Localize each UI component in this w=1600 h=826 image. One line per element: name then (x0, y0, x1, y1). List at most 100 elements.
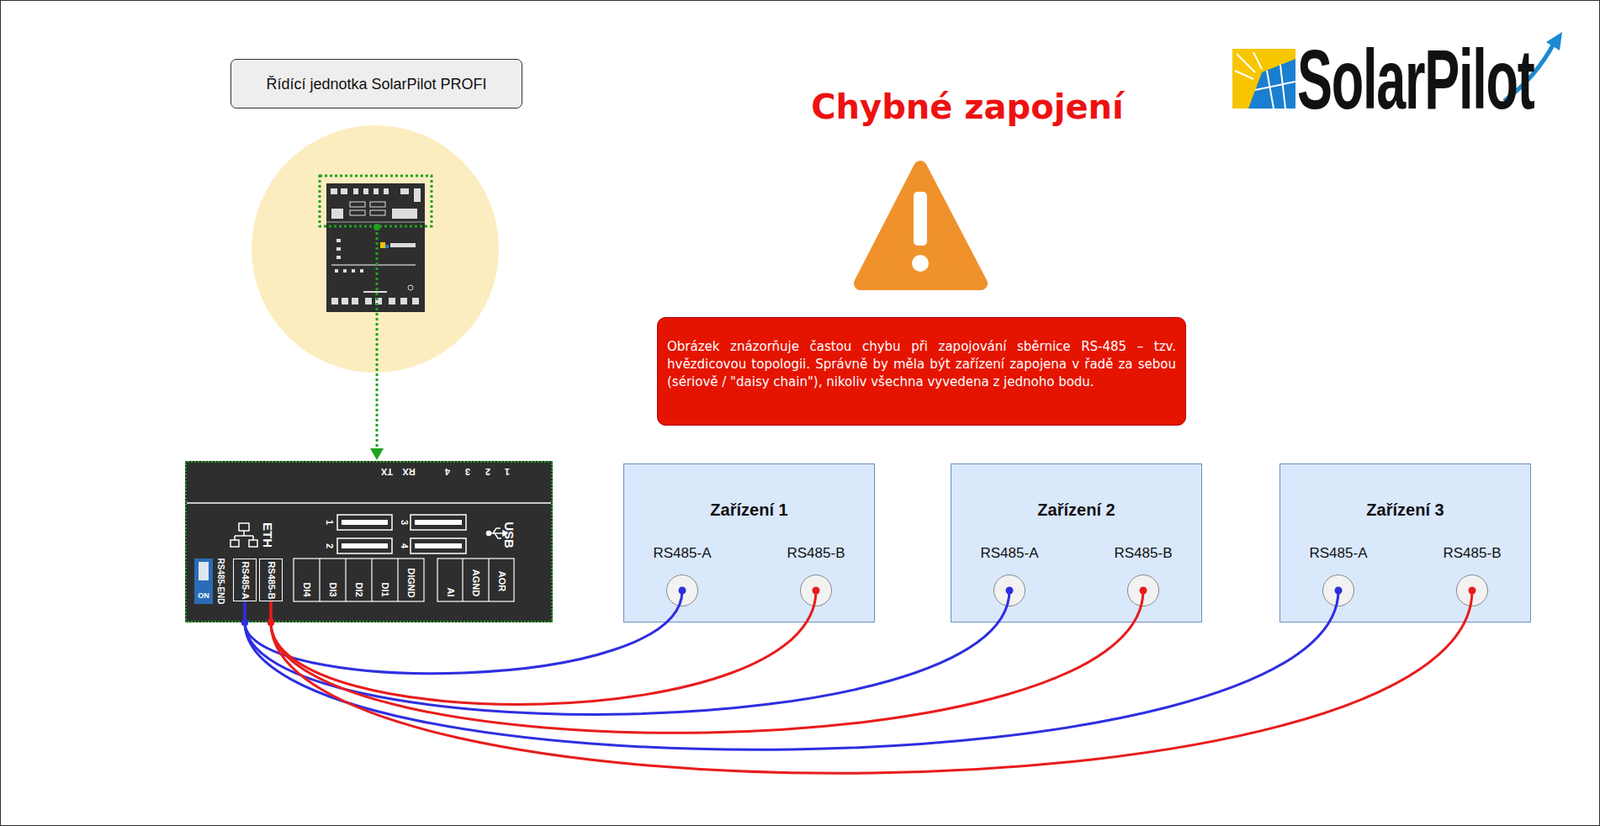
usb-tongue (341, 519, 388, 525)
panel-separator (186, 502, 551, 504)
box-label: Řídící jednotka SolarPilot PROFI (265, 74, 487, 94)
note-text: Obrázek znázorňuje častou chybu při zapo… (667, 338, 1177, 392)
logo-arrowhead (1546, 31, 1563, 51)
terminal-circle: RS485-B (1456, 574, 1489, 607)
panel-body (185, 460, 553, 623)
controller-panel: 1234RXTXETH1234USBRS485-ENDONDI4DI3DI2DI… (185, 460, 553, 623)
mini-terminal (392, 208, 418, 219)
usb-icon-line (489, 532, 504, 535)
device-box: Zařízení 1 RS485-A RS485-B (623, 463, 875, 623)
mini-terminal (383, 188, 389, 195)
eth-icon-line (243, 530, 245, 536)
mini-logo (390, 243, 416, 248)
mini-terminal (412, 297, 419, 305)
terminal-circle: RS485-B (1127, 574, 1160, 607)
mini-led (334, 269, 339, 273)
usb-icon-line (494, 533, 502, 539)
mini-terminal (400, 297, 408, 305)
terminal-circle: RS485-A (666, 574, 699, 607)
mini-led (336, 247, 341, 251)
logo-text: SolarPilot (1297, 37, 1534, 122)
device-box: Zařízení 3RS485-ARS485-B (1279, 463, 1532, 623)
mini-button (407, 285, 414, 291)
pin-label: ETH (261, 522, 275, 548)
terminal-box: RS485-A (233, 558, 257, 602)
eth-icon-box (230, 540, 239, 547)
eth-icon (230, 523, 258, 547)
warning-triangle (860, 167, 981, 284)
pin-label: 2 (324, 543, 334, 549)
pin-label: RS485-END (216, 557, 225, 604)
pin-label: ON (197, 592, 210, 600)
mini-terminal (331, 297, 339, 305)
usb-icon-line (492, 528, 501, 534)
mini-line (331, 264, 416, 266)
dip-switch (194, 558, 213, 604)
eth-icon-box (249, 540, 258, 547)
terminal-label: RS485-B (1114, 545, 1173, 562)
zoom-leader (376, 227, 379, 451)
zoom-arrowhead (370, 448, 384, 461)
pin-label: DI4 (301, 582, 312, 597)
ai-terminal-block (437, 558, 514, 602)
eth-icon-box (238, 523, 250, 531)
pin-label: AGND (471, 569, 481, 597)
pin-label: AI (445, 588, 456, 598)
logo-grid (1266, 70, 1274, 109)
pin-label: 3 (399, 519, 409, 525)
terminal-box: RS485-B (259, 558, 283, 602)
usb-port (337, 538, 393, 554)
ai-divider (487, 558, 489, 602)
mini-led (336, 238, 341, 243)
logo-icon (1232, 48, 1296, 109)
pin-label: 4 (445, 466, 451, 477)
mini-terminal (330, 188, 338, 195)
mini-terminal (400, 188, 409, 195)
logo-ray (1236, 53, 1256, 73)
device-title: Zařízení 1 (624, 499, 875, 520)
di-divider (344, 558, 346, 602)
di-divider (370, 558, 372, 602)
terminal-label: RS485-A (653, 545, 712, 562)
warning-note: Obrázek znázorňuje častou chybu při zapo… (656, 317, 1187, 426)
logo-grid (1280, 64, 1286, 109)
terminal-label: RS485-B (1443, 545, 1502, 562)
pin-label: 3 (465, 466, 471, 477)
mini-terminal (341, 297, 349, 305)
mini-terminal (365, 297, 372, 305)
rs485-wire (244, 590, 683, 674)
wire-dot (267, 619, 275, 626)
mini-led (360, 269, 364, 273)
mini-slot (370, 201, 386, 207)
wire-dot (241, 619, 249, 626)
controller-label-box: Řídící jednotka SolarPilot PROFI (230, 58, 523, 109)
highlight-circle (251, 125, 499, 373)
device-title: Zařízení 3 (1280, 499, 1531, 520)
di-block-outline (293, 558, 424, 602)
di-divider (318, 558, 320, 602)
mini-terminal (373, 188, 379, 195)
usb-ports (337, 514, 467, 554)
mini-terminal (331, 208, 344, 219)
logo-grid (1255, 81, 1296, 91)
ai-block-outline (437, 558, 514, 602)
usb-tongue (341, 543, 388, 549)
pin-label: USB (503, 521, 516, 549)
mini-terminal (413, 188, 421, 202)
pin-label: DI2 (354, 582, 364, 597)
usb-tongue (414, 543, 462, 549)
usb-port (410, 538, 467, 554)
pin-label: TX (381, 466, 393, 477)
warning-icon (860, 167, 981, 284)
mini-terminal (388, 297, 396, 305)
mini-logo (380, 242, 386, 249)
zoom-frame (319, 175, 432, 227)
pin-label: RX (402, 466, 415, 477)
mini-terminal (353, 188, 359, 195)
ai-divider (461, 558, 463, 602)
pin-label: 4 (399, 543, 409, 549)
terminal-label: RS485-B (787, 545, 846, 562)
mini-led (351, 269, 355, 273)
